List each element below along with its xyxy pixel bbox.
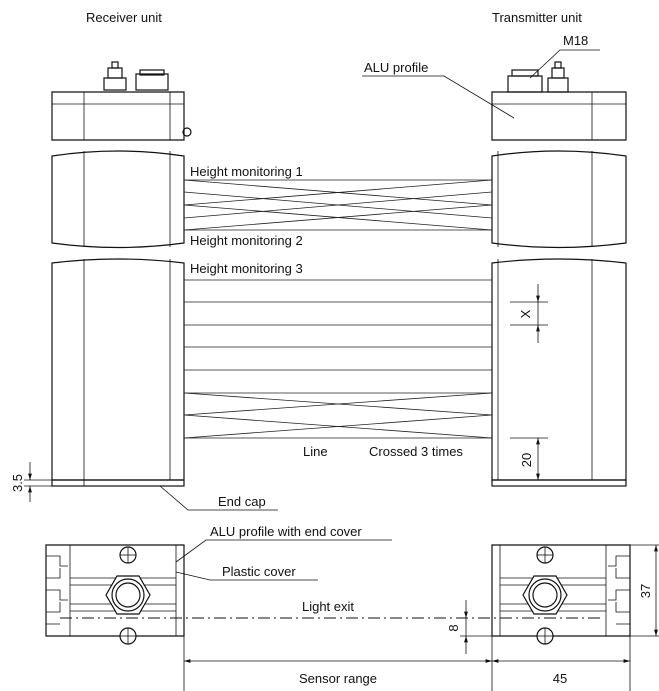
dimension-45-label: 45	[553, 671, 567, 686]
m18-leader	[529, 49, 600, 79]
height-monitoring-2-label: Height monitoring 2	[190, 233, 303, 248]
dimension-20-label: 20	[519, 453, 534, 467]
receiver-front-view	[45, 544, 185, 645]
light-beams	[183, 179, 493, 439]
dimension-3-5	[24, 462, 52, 502]
alu-profile-leader	[362, 75, 515, 119]
dimension-sensor-range	[183, 636, 631, 691]
alu-profile-label: ALU profile	[364, 60, 428, 75]
transmitter-front-view	[491, 544, 631, 645]
height-monitoring-1-label: Height monitoring 1	[190, 164, 303, 179]
alu-end-cover-leader	[175, 539, 392, 563]
dimension-x-label: X	[518, 309, 533, 318]
light-exit-label: Light exit	[302, 599, 354, 614]
dimension-20	[510, 437, 548, 480]
crossed-3-times-label: Crossed 3 times	[369, 444, 463, 459]
receiver-unit-side-view	[51, 61, 192, 487]
dimension-3-5-label: 3.5	[10, 474, 25, 492]
dimension-8	[460, 600, 492, 654]
dimension-8-label: 8	[446, 624, 461, 631]
sensor-range-label: Sensor range	[299, 671, 377, 686]
plastic-cover-leader	[175, 571, 318, 581]
m18-label: M18	[563, 33, 588, 48]
end-cap-leader	[159, 485, 278, 511]
height-monitoring-3-label: Height monitoring 3	[190, 261, 303, 276]
dimension-37	[630, 544, 659, 637]
alu-end-cover-label: ALU profile with end cover	[210, 524, 362, 539]
end-cap-label: End cap	[218, 494, 266, 509]
plastic-cover-label: Plastic cover	[222, 564, 296, 579]
transmitter-unit-side-view	[491, 61, 627, 487]
dimension-37-label: 37	[638, 584, 653, 598]
transmitter-unit-title: Transmitter unit	[492, 10, 582, 25]
receiver-unit-title: Receiver unit	[86, 10, 162, 25]
line-label: Line	[303, 444, 328, 459]
dimension-x	[510, 284, 548, 343]
